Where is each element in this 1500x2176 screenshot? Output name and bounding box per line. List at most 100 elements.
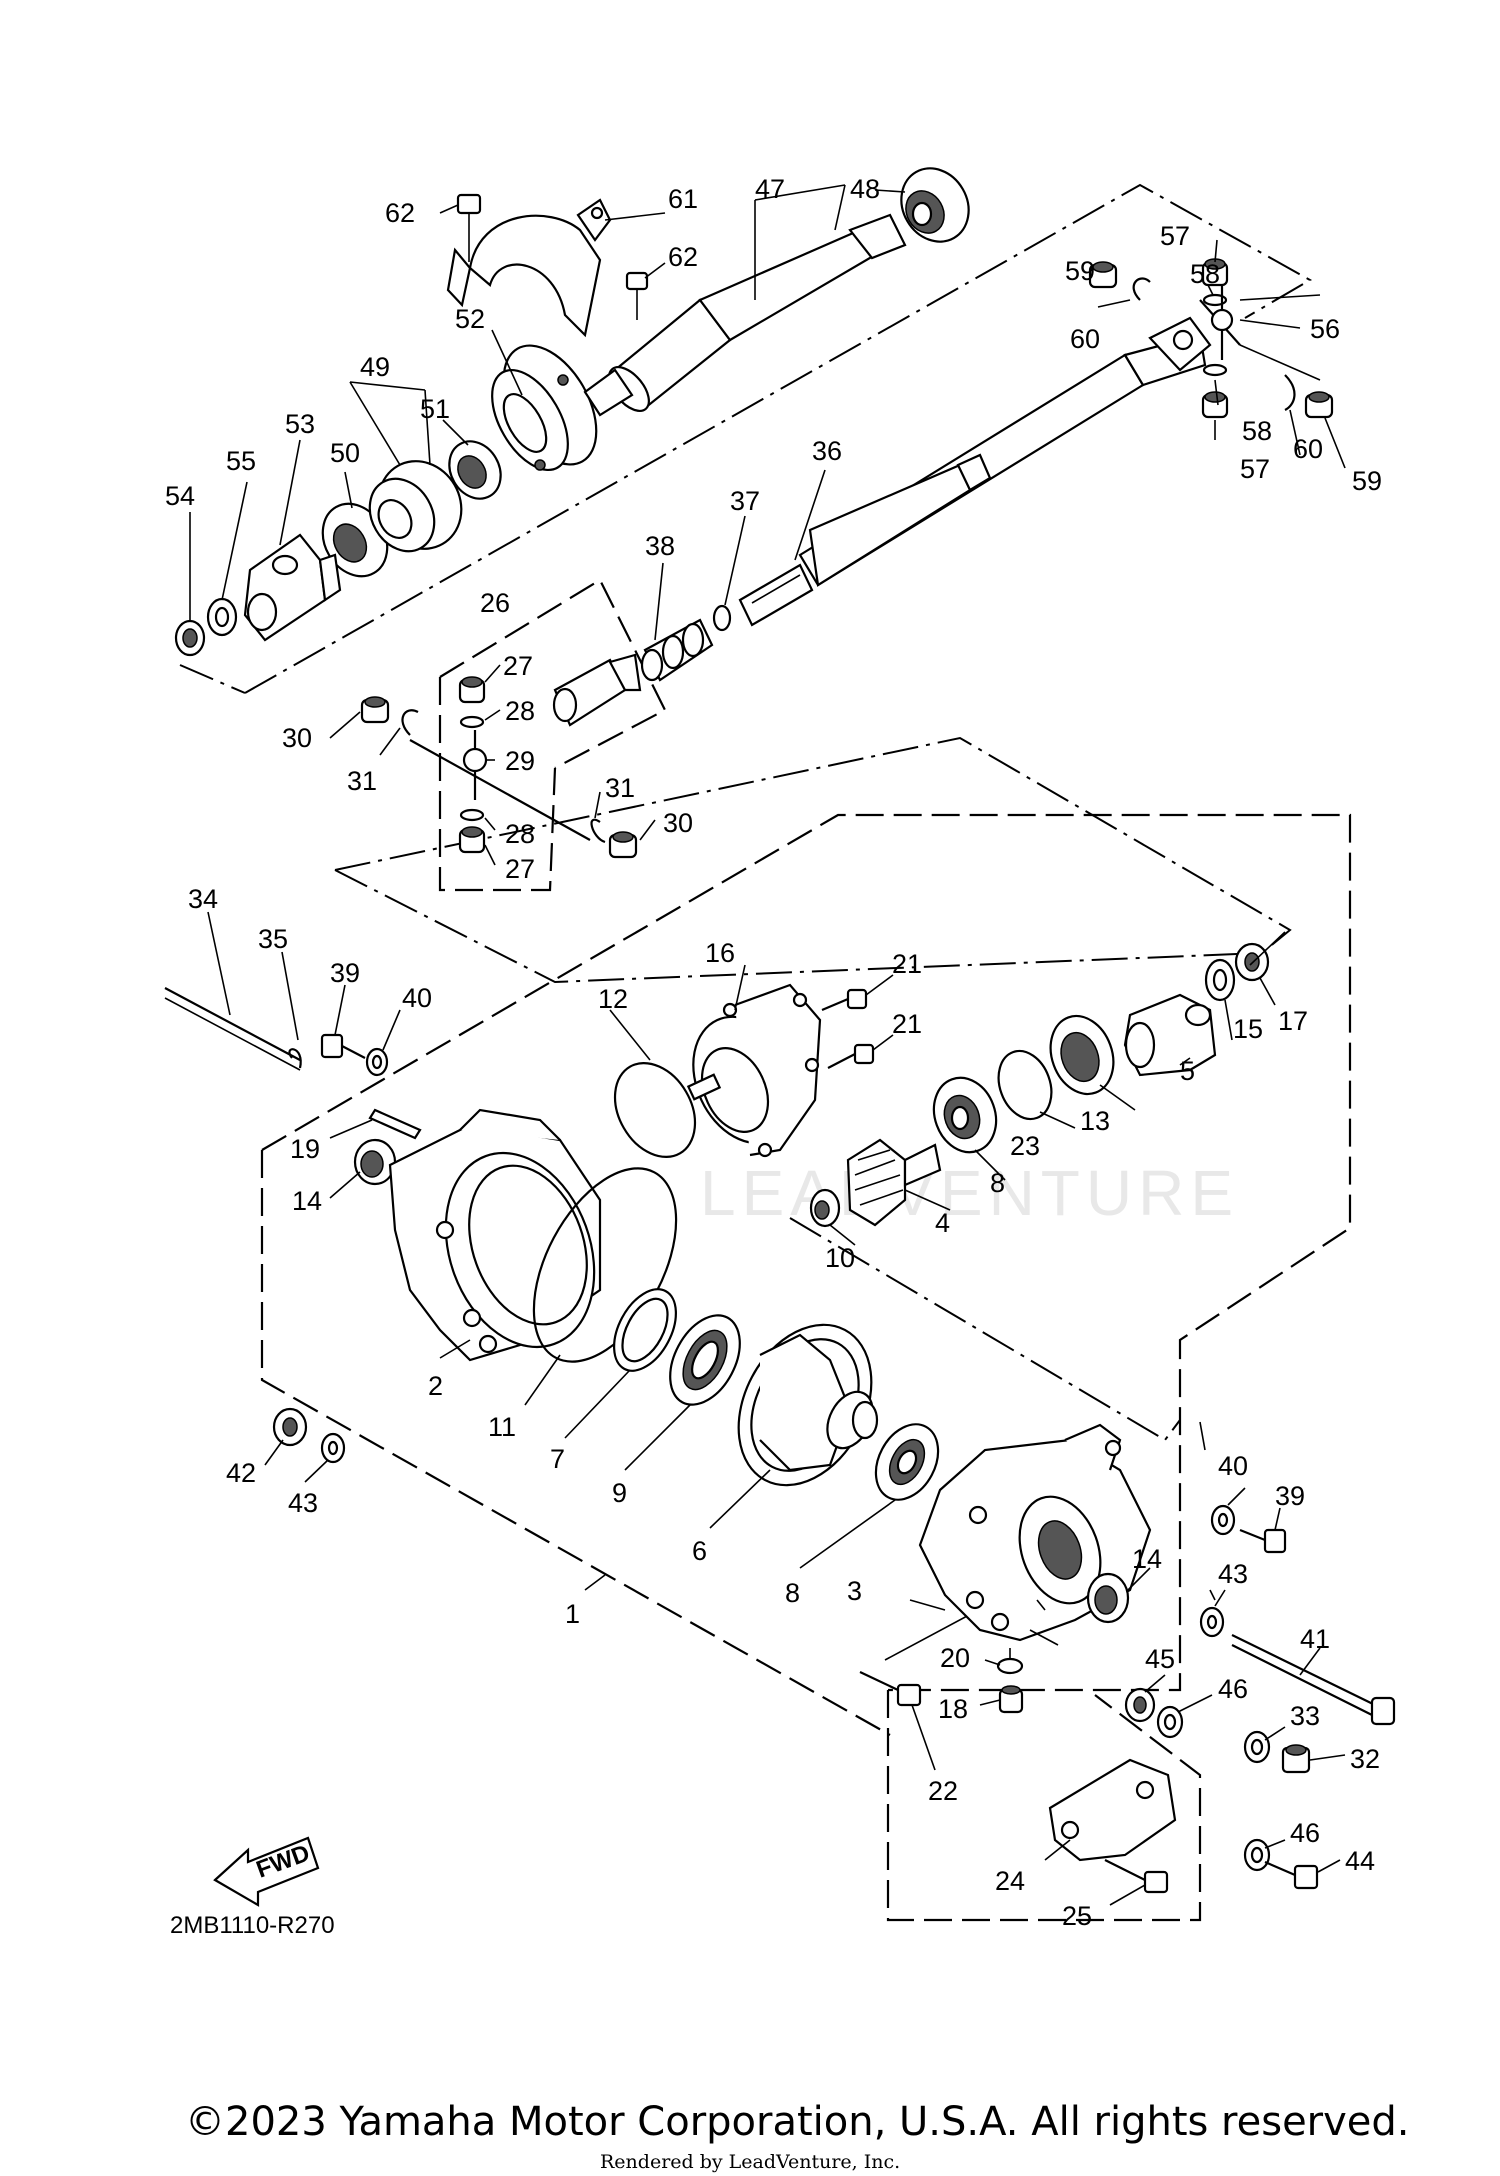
callout-20: 20 bbox=[940, 1643, 970, 1673]
bolt-39-left bbox=[320, 1033, 366, 1059]
callout-16: 16 bbox=[705, 938, 735, 968]
rubber-mount-52 bbox=[491, 344, 598, 472]
bearing-cap-27-top bbox=[458, 676, 486, 704]
callout-47: 47 bbox=[755, 174, 785, 204]
bearing-cap-30-left bbox=[360, 696, 390, 724]
callout-31: 31 bbox=[605, 773, 635, 803]
circlip-28-bottom bbox=[459, 808, 485, 822]
o-ring-12 bbox=[613, 1062, 697, 1158]
nut-42 bbox=[272, 1407, 308, 1447]
circlip-31-right bbox=[590, 818, 606, 844]
callout-36: 36 bbox=[812, 436, 842, 466]
callout-31: 31 bbox=[347, 766, 377, 796]
bolt-62-lower bbox=[625, 271, 649, 320]
callout-9: 9 bbox=[612, 1478, 627, 1508]
callout-28: 28 bbox=[505, 696, 535, 726]
cross-joint-29 bbox=[409, 730, 591, 841]
callout-34: 34 bbox=[188, 884, 218, 914]
circlip-31-left bbox=[401, 709, 419, 736]
bearing-8-lower bbox=[874, 1423, 940, 1501]
bearing-48 bbox=[900, 167, 970, 243]
copyright-notice: ©2023 Yamaha Motor Corporation, U.S.A. A… bbox=[185, 2099, 1410, 2145]
watermark-text: LEADVENTURE bbox=[700, 1157, 1239, 1229]
bolt-62-upper bbox=[456, 193, 482, 262]
bearing-9 bbox=[669, 1314, 741, 1406]
callout-42: 42 bbox=[226, 1458, 256, 1488]
upper-shaft-group-boundary bbox=[179, 183, 1313, 892]
callout-52: 52 bbox=[455, 304, 485, 334]
callout-7: 7 bbox=[550, 1444, 565, 1474]
callout-27: 27 bbox=[503, 651, 533, 681]
bolt-21-lower bbox=[827, 1043, 875, 1069]
drain-plug-18 bbox=[998, 1685, 1024, 1714]
callout-46: 46 bbox=[1218, 1674, 1248, 1704]
callout-62: 62 bbox=[668, 242, 698, 272]
callout-27: 27 bbox=[505, 854, 535, 884]
callout-21: 21 bbox=[892, 1009, 922, 1039]
oil-seal-51 bbox=[448, 440, 502, 500]
callout-60: 60 bbox=[1070, 324, 1100, 354]
callout-51: 51 bbox=[420, 394, 450, 424]
yoke-26 bbox=[552, 653, 642, 727]
oil-seal-14-right bbox=[1086, 1572, 1130, 1624]
circlip-37 bbox=[712, 604, 732, 632]
callout-39: 39 bbox=[1275, 1481, 1305, 1511]
washer-55 bbox=[206, 597, 238, 637]
dowel-19 bbox=[368, 1108, 422, 1140]
bearing-8-upper bbox=[932, 1076, 998, 1154]
callout-19: 19 bbox=[290, 1134, 320, 1164]
circlip-60-right bbox=[1284, 374, 1296, 411]
callout-11: 11 bbox=[488, 1412, 516, 1442]
callout-26: 26 bbox=[480, 588, 510, 618]
callout-59: 59 bbox=[1352, 466, 1382, 496]
callout-1: 1 bbox=[565, 1599, 580, 1629]
washer-40-left bbox=[365, 1047, 389, 1077]
bearing-49 bbox=[368, 460, 463, 553]
callout-33: 33 bbox=[1290, 1701, 1320, 1731]
bearing-cap-57-top bbox=[1201, 258, 1229, 287]
collar-45 bbox=[1124, 1687, 1156, 1723]
bearing-cap-59-right bbox=[1304, 391, 1334, 419]
callout-43: 43 bbox=[1218, 1559, 1248, 1589]
callout-38: 38 bbox=[645, 531, 675, 561]
callout-58: 58 bbox=[1190, 259, 1220, 289]
callout-12: 12 bbox=[598, 984, 628, 1014]
cross-joint-56 bbox=[1199, 280, 1321, 381]
boot-38 bbox=[640, 618, 714, 682]
callout-24: 24 bbox=[995, 1866, 1025, 1896]
yoke-53 bbox=[243, 533, 342, 642]
callout-25: 25 bbox=[1062, 1901, 1092, 1931]
bearing-cap-59-left bbox=[1088, 261, 1118, 289]
callout-6: 6 bbox=[692, 1536, 707, 1566]
center-group-boundary bbox=[334, 736, 1292, 984]
bolt-44 bbox=[1264, 1860, 1319, 1890]
leader-lines bbox=[189, 184, 1346, 1906]
callout-59: 59 bbox=[1065, 256, 1095, 286]
bolt-22 bbox=[859, 1671, 922, 1707]
callout-48: 48 bbox=[850, 174, 880, 204]
callout-37: 37 bbox=[730, 486, 760, 516]
washer-43-right bbox=[1199, 1606, 1225, 1638]
callout-35: 35 bbox=[258, 924, 288, 954]
callout-61: 61 bbox=[668, 184, 698, 214]
callout-54: 54 bbox=[165, 481, 195, 511]
callout-5: 5 bbox=[1180, 1056, 1195, 1086]
forward-arrow-icon: FWD bbox=[213, 1836, 320, 1907]
circlip-58-bottom bbox=[1202, 363, 1228, 377]
bearing-cap-30-right bbox=[608, 831, 638, 859]
front-shaft-47 bbox=[583, 213, 907, 417]
callout-32: 32 bbox=[1350, 1744, 1380, 1774]
callout-41: 41 bbox=[1300, 1624, 1330, 1654]
callout-58: 58 bbox=[1242, 416, 1272, 446]
callout-53: 53 bbox=[285, 409, 315, 439]
bearing-bracket-61 bbox=[446, 198, 612, 338]
differential-6 bbox=[737, 1323, 879, 1487]
diagram-code: 2MB1110-R270 bbox=[170, 1912, 335, 1939]
callout-23: 23 bbox=[1010, 1131, 1040, 1161]
nut-17 bbox=[1234, 942, 1270, 982]
washer-40-right bbox=[1210, 1504, 1236, 1536]
gasket-20 bbox=[996, 1657, 1024, 1675]
circlip-28-top bbox=[459, 715, 485, 729]
callout-14: 14 bbox=[292, 1186, 322, 1216]
